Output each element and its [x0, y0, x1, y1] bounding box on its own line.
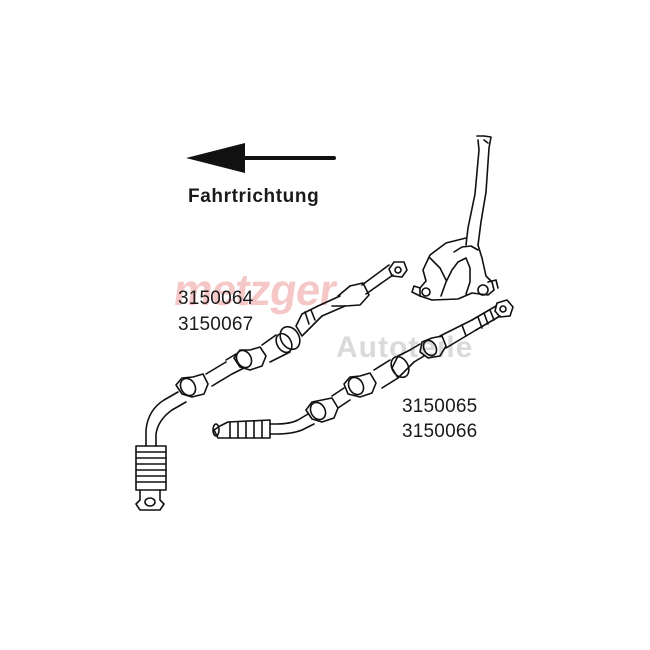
arrow-left-icon: [186, 143, 336, 173]
lower-cable: [212, 299, 514, 439]
part-number-label: 3150065: [402, 396, 478, 417]
upper-cable: [135, 261, 408, 511]
part-number-label: 3150064: [178, 288, 254, 309]
shift-lever: [411, 135, 499, 301]
direction-label: Fahrtrichtung: [188, 186, 320, 207]
part-number-label: 3150067: [178, 314, 254, 335]
part-number-label: 3150066: [402, 421, 478, 442]
